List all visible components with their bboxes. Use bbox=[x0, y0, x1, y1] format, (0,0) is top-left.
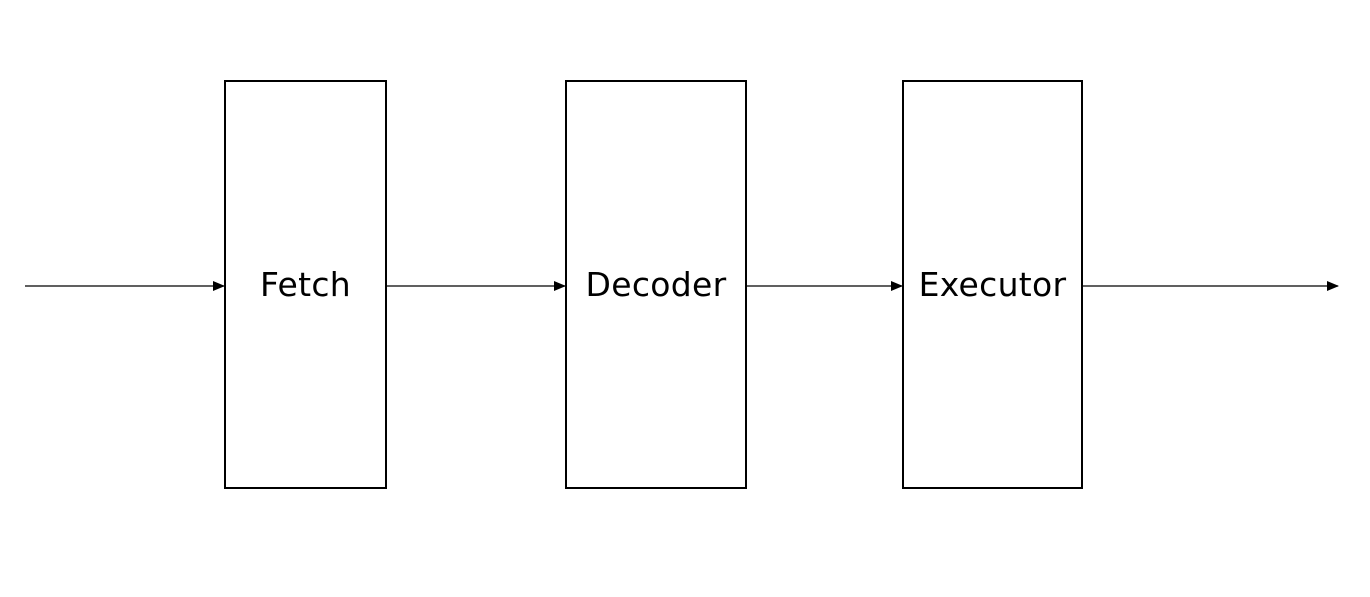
stage-label-decoder: Decoder bbox=[585, 265, 727, 304]
stage-box-decoder: Decoder bbox=[565, 80, 747, 489]
stage-box-executor: Executor bbox=[902, 80, 1083, 489]
stage-label-executor: Executor bbox=[918, 265, 1067, 304]
stage-label-fetch: Fetch bbox=[260, 265, 351, 304]
stage-box-fetch: Fetch bbox=[224, 80, 387, 489]
